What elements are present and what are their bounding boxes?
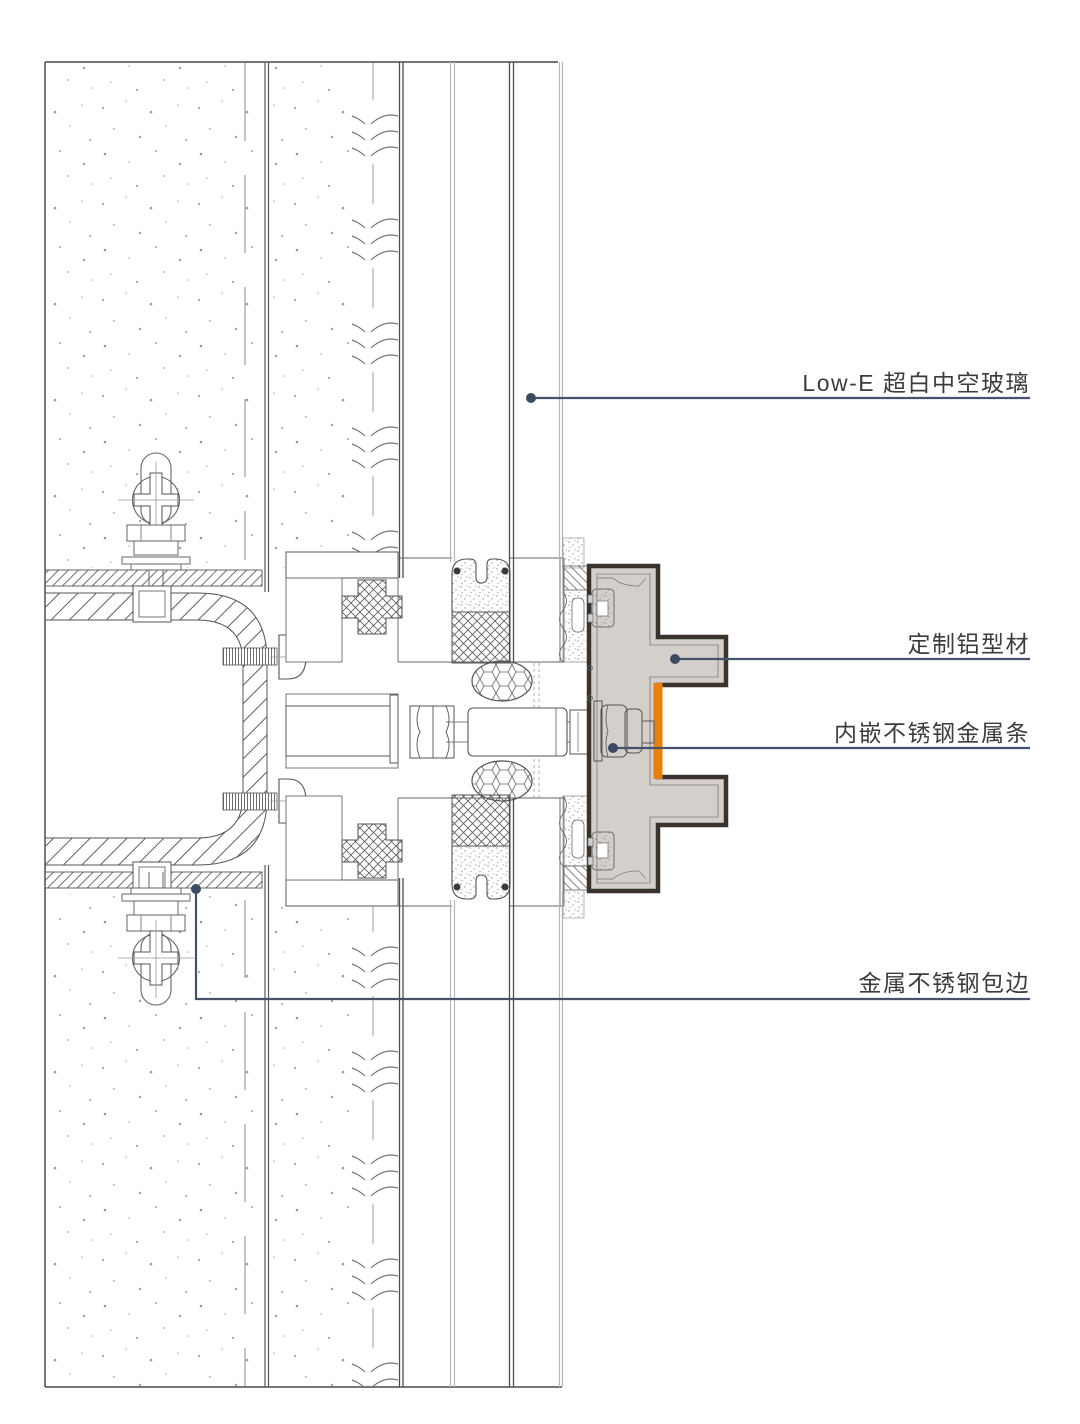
- glazing-bead-bottom: [451, 845, 511, 900]
- anchor-bolt-top: [118, 452, 194, 586]
- leader-dot-edging: [191, 884, 201, 894]
- silicone-block-top: [451, 611, 511, 664]
- edge-gaskets: [559, 537, 590, 919]
- annotation-edging: 金属不锈钢包边: [191, 884, 1031, 1001]
- leader-dot-strip: [608, 743, 618, 753]
- stainless-steel-strip-highlight: [653, 683, 663, 779]
- glazing-bead-top: [451, 558, 511, 613]
- sealant-boundary-lines: [398, 62, 404, 1387]
- label-custom-aluminum-profile: 定制铝型材: [908, 631, 1031, 657]
- anchor-bolt-bottom: [118, 872, 194, 1006]
- silicone-block-bottom: [451, 794, 511, 847]
- leader-dot-glass: [526, 393, 536, 403]
- aluminum-profile: [586, 563, 729, 894]
- glass-pane-inner: [449, 62, 456, 1387]
- concrete-panels: [44, 61, 562, 1388]
- profile-inner-outline: [596, 573, 719, 884]
- embedded-nut: [593, 700, 655, 762]
- connecting-bolt: [389, 694, 589, 764]
- label-stainless-strip: 内嵌不锈钢金属条: [834, 720, 1030, 746]
- steel-plate-top: [44, 569, 263, 587]
- annotation-profile: 定制铝型材: [670, 631, 1030, 664]
- leader-line-edging: [194, 889, 1030, 1001]
- steel-edging-channel: [44, 569, 268, 897]
- sealant-arc-column: [352, 62, 404, 1387]
- gasket-cross-bottom: [341, 823, 403, 879]
- panel-edge-double-line: [264, 62, 270, 1387]
- gasket-cross-top: [341, 579, 403, 635]
- annotation-glass: Low-E 超白中空玻璃: [526, 370, 1030, 403]
- label-steel-edging: 金属不锈钢包边: [859, 970, 1031, 996]
- glass-pane-middle: [508, 62, 515, 1387]
- annotations: Low-E 超白中空玻璃 定制铝型材 内嵌不锈钢金属条 金属不锈钢包边: [191, 370, 1031, 1001]
- annotation-strip: 内嵌不锈钢金属条: [608, 720, 1030, 753]
- backer-rod-bottom: [471, 760, 533, 802]
- mullion-assembly: [285, 551, 589, 907]
- glass-panes: [449, 62, 564, 1387]
- leader-dot-profile: [670, 654, 680, 664]
- backer-rod-top: [471, 660, 533, 702]
- label-lowe-glass: Low-E 超白中空玻璃: [802, 370, 1030, 396]
- steel-c-channel: [44, 592, 268, 866]
- glass-pane-outer: [558, 62, 564, 1387]
